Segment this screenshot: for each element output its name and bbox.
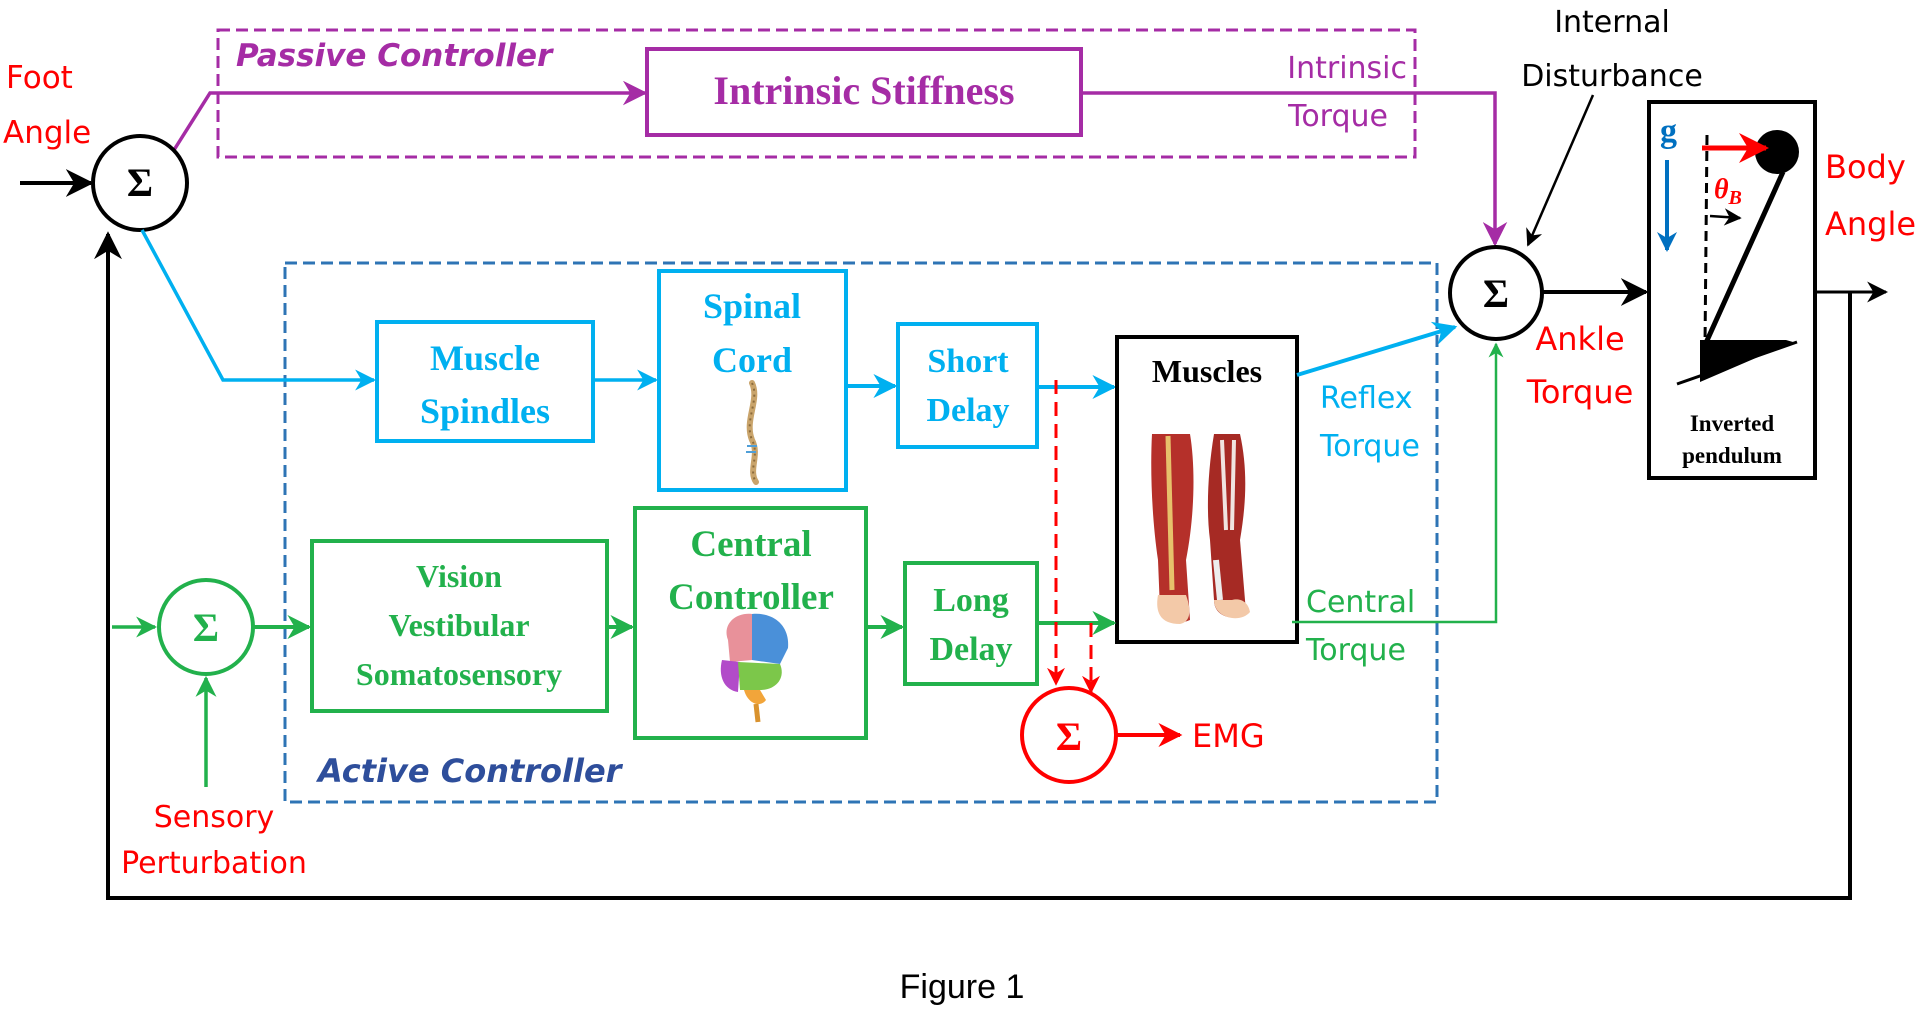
short-delay-block[interactable]	[896, 322, 1039, 449]
foot-angle-sum-junction: Σ	[91, 134, 189, 232]
foot-angle-label-line2: Angle	[3, 115, 91, 151]
vvs-label-line3: Somatosensory	[356, 656, 562, 692]
foot-angle-label-line1: Foot	[6, 60, 73, 96]
long-delay-label-line1: Long	[933, 582, 1009, 619]
ankle-torque-label-line2: Torque	[1526, 373, 1634, 411]
foot-to-spindles-arrow	[140, 229, 377, 391]
foot-to-stiffness-arrow	[172, 80, 648, 151]
spinal-cord-label-line1: Spinal	[703, 286, 801, 326]
intrinsic-torque-label-line2: Torque	[1287, 99, 1388, 134]
vvs-label-line1: Vision	[416, 558, 502, 594]
internal-disturbance-label-line2: Disturbance	[1521, 59, 1703, 94]
sensory-sum-junction: Σ	[157, 578, 255, 676]
reflex-torque-label-line1: Reflex	[1320, 381, 1413, 416]
active-controller-title: Active Controller	[315, 752, 624, 790]
intrinsic-torque-arrow	[1081, 91, 1508, 247]
active-controller-frame	[283, 261, 1439, 804]
theta-symbol: θ	[1714, 174, 1729, 205]
body-angle-label-line2: Angle	[1825, 205, 1916, 243]
emg-sum-symbol: Σ	[1056, 714, 1082, 759]
sensory-perturbation-label-line1: Sensory	[154, 800, 275, 835]
internal-disturbance-arrow	[1526, 94, 1595, 247]
pendulum-rod	[1702, 170, 1786, 347]
central-torque-arrow	[1292, 342, 1504, 624]
theta-b-label: θB	[1714, 174, 1742, 209]
ankle-torque-sum-junction: Σ	[1448, 245, 1544, 341]
central-torque-label-line2: Torque	[1305, 633, 1406, 668]
vision-vestibular-somatosensory-block[interactable]	[310, 539, 609, 713]
sensory-perturbation-label-line2: Perturbation	[121, 846, 307, 881]
central-torque-label-line1: Central	[1306, 585, 1415, 620]
body-angle-label-line1: Body	[1825, 148, 1906, 186]
inverted-pendulum-label-line1: Inverted	[1690, 411, 1775, 436]
pendulum-mass	[1755, 130, 1799, 174]
pendulum-base	[1676, 340, 1798, 386]
muscle-spindles-block[interactable]	[375, 320, 595, 443]
theta-angle-arrow	[1709, 208, 1742, 226]
passive-controller-group: Passive Controller Intrinsic Stiffness I…	[172, 28, 1508, 247]
brain-illustration-icon	[720, 613, 789, 723]
long-delay-label-line2: Delay	[929, 631, 1012, 668]
central-controller-label-line2: Controller	[668, 577, 834, 618]
inverted-pendulum-label-line2: pendulum	[1682, 443, 1782, 468]
leg-muscles-illustration-icon	[1151, 434, 1250, 624]
short-delay-label-line1: Short	[927, 343, 1009, 380]
gravity-label: g	[1660, 113, 1677, 150]
intrinsic-stiffness-label: Intrinsic Stiffness	[713, 68, 1014, 113]
emg-sum-junction: Σ	[1020, 686, 1118, 784]
central-controller-label-line1: Central	[690, 524, 811, 565]
reflex-torque-label-line2: Torque	[1319, 429, 1420, 464]
spinal-cord-label-line2: Cord	[712, 340, 792, 380]
ankle-torque-label-line1: Ankle	[1535, 320, 1624, 358]
muscle-spindles-label-line2: Spindles	[420, 391, 550, 431]
pendulum-illustration-icon: θB g	[1657, 113, 1799, 386]
muscles-block[interactable]	[1115, 335, 1299, 644]
theta-subscript: B	[1728, 187, 1742, 209]
muscle-spindles-label-line1: Muscle	[430, 338, 540, 378]
internal-disturbance-label-line1: Internal	[1554, 5, 1670, 40]
emg-label: EMG	[1192, 717, 1265, 755]
vvs-label-line2: Vestibular	[388, 607, 529, 643]
body-angle-feedback-line	[94, 231, 1852, 900]
active-controller-group: Active Controller	[283, 261, 1439, 804]
foot-sum-symbol: Σ	[127, 160, 153, 205]
figure-caption: Figure 1	[900, 968, 1025, 1006]
vertical-reference-dashed-line	[1703, 134, 1709, 346]
reflex-torque-arrow	[1296, 321, 1458, 377]
short-delay-label-line2: Delay	[926, 392, 1009, 429]
passive-controller-title: Passive Controller	[236, 38, 554, 74]
sensory-sum-symbol: Σ	[193, 605, 219, 650]
muscles-label: Muscles	[1152, 353, 1262, 389]
spine-illustration-icon	[746, 380, 759, 485]
intrinsic-torque-label-line1: Intrinsic	[1287, 51, 1407, 86]
ankle-sum-symbol: Σ	[1483, 271, 1509, 316]
